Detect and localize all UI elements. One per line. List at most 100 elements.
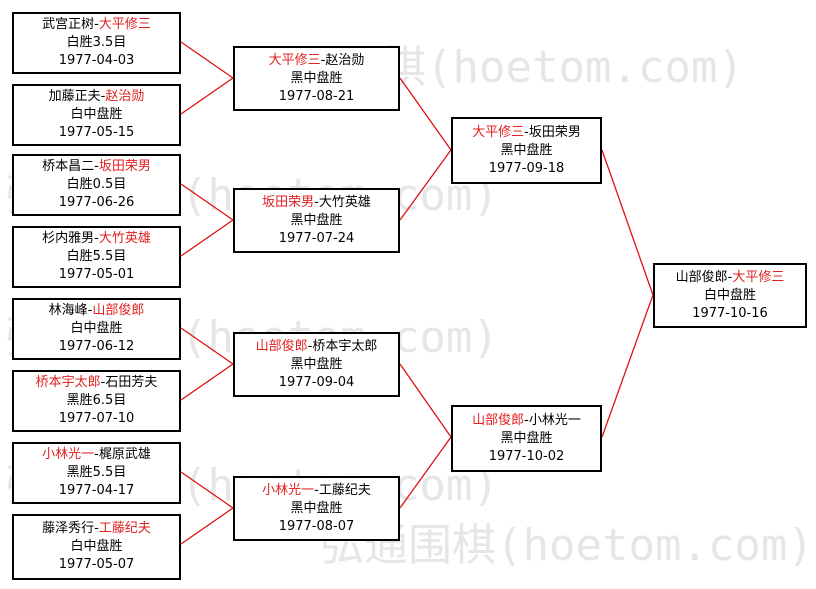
player-separator: - bbox=[94, 231, 99, 246]
player-separator: - bbox=[94, 159, 99, 174]
match-players: 林海峰-山部俊郎 bbox=[49, 302, 145, 320]
match-result: 黑中盘胜 bbox=[500, 142, 553, 158]
player-white: 小林光一 bbox=[528, 412, 581, 428]
bracket-connector bbox=[180, 219, 234, 257]
player-white: 山部俊郎 bbox=[92, 303, 145, 318]
match-box-r1-4: 杉内雅男-大竹英雄白胜5.5目 1977-05-01 bbox=[12, 226, 181, 288]
match-players: 大平修三-坂田荣男 bbox=[472, 124, 581, 142]
match-result: 白中盘胜 bbox=[70, 539, 123, 554]
match-players: 桥本宇太郎-石田芳夫 bbox=[36, 374, 158, 392]
match-result: 黑中盘胜 bbox=[290, 356, 343, 372]
player-black: 山部俊郎 bbox=[675, 269, 728, 285]
player-black: 藤泽秀行 bbox=[42, 521, 95, 536]
match-date: 1977-04-17 bbox=[58, 483, 135, 498]
player-separator: - bbox=[314, 482, 319, 498]
match-box-r1-5: 林海峰-山部俊郎白中盘胜 1977-06-12 bbox=[12, 298, 181, 360]
match-date: 1977-04-03 bbox=[58, 53, 135, 68]
match-result: 黑中盘胜 bbox=[290, 500, 343, 516]
bracket-connector bbox=[180, 507, 234, 545]
match-box-r1-3: 桥本昌二-坂田荣男白胜0.5目 1977-06-26 bbox=[12, 154, 181, 216]
match-players: 山部俊郎-大平修三 bbox=[676, 269, 785, 287]
bracket-connector bbox=[180, 471, 234, 509]
bracket-connector bbox=[180, 327, 234, 365]
player-black: 大平修三 bbox=[268, 52, 321, 68]
player-white: 桥本宇太郎 bbox=[312, 338, 378, 354]
player-separator: - bbox=[94, 521, 99, 536]
bracket-connector bbox=[180, 183, 234, 221]
bracket-connector bbox=[399, 436, 452, 509]
player-separator: - bbox=[94, 17, 99, 32]
match-result: 黑中盘胜 bbox=[290, 70, 343, 86]
match-result: 白中盘胜 bbox=[70, 107, 123, 122]
player-black: 小林光一 bbox=[262, 482, 315, 498]
match-result: 黑胜5.5目 bbox=[66, 465, 127, 480]
match-result: 白胜5.5目 bbox=[66, 249, 127, 264]
match-result: 黑中盘胜 bbox=[290, 212, 343, 228]
match-box-r1-7: 小林光一-梶原武雄黑胜5.5目 1977-04-17 bbox=[12, 442, 181, 504]
bracket-connector bbox=[180, 363, 234, 401]
player-black: 山部俊郎 bbox=[255, 338, 308, 354]
match-players: 杉内雅男-大竹英雄 bbox=[42, 230, 151, 248]
player-separator: - bbox=[314, 194, 319, 210]
player-separator: - bbox=[524, 412, 529, 428]
match-result: 黑中盘胜 bbox=[500, 430, 553, 446]
player-black: 林海峰 bbox=[48, 303, 88, 318]
player-black: 坂田荣男 bbox=[262, 194, 315, 210]
player-separator: - bbox=[524, 124, 529, 140]
match-date: 1977-10-16 bbox=[692, 305, 768, 321]
match-date: 1977-06-12 bbox=[58, 339, 135, 354]
bracket-connector bbox=[601, 294, 654, 438]
player-separator: - bbox=[320, 52, 326, 68]
match-date: 1977-06-26 bbox=[58, 195, 135, 210]
player-black: 武宫正树 bbox=[42, 17, 95, 32]
bracket-connector bbox=[399, 149, 452, 221]
match-players: 藤泽秀行-工藤纪夫 bbox=[42, 520, 151, 538]
player-white: 大平修三 bbox=[98, 17, 151, 32]
player-white: 坂田荣男 bbox=[528, 124, 581, 140]
player-black: 小林光一 bbox=[42, 447, 95, 462]
match-date: 1977-10-02 bbox=[488, 448, 565, 464]
match-result: 白中盘胜 bbox=[70, 321, 123, 336]
player-black: 大平修三 bbox=[472, 124, 525, 140]
player-white: 梶原武雄 bbox=[98, 447, 151, 462]
bracket-connector bbox=[180, 41, 234, 79]
player-separator: - bbox=[94, 447, 99, 462]
player-separator: - bbox=[307, 338, 313, 354]
player-white: 工藤纪夫 bbox=[318, 482, 371, 498]
match-players: 山部俊郎-桥本宇太郎 bbox=[256, 338, 378, 356]
bracket-connector bbox=[180, 77, 234, 115]
match-box-r1-8: 藤泽秀行-工藤纪夫白中盘胜 1977-05-07 bbox=[12, 514, 181, 580]
player-white: 大竹英雄 bbox=[318, 194, 371, 210]
match-date: 1977-05-07 bbox=[58, 557, 135, 572]
player-black: 加藤正夫 bbox=[48, 89, 101, 104]
player-white: 赵治勋 bbox=[325, 52, 365, 68]
match-players: 大平修三-赵治勋 bbox=[269, 52, 365, 70]
match-date: 1977-08-07 bbox=[278, 518, 355, 534]
match-date: 1977-09-04 bbox=[278, 374, 355, 390]
player-black: 杉内雅男 bbox=[42, 231, 95, 246]
match-date: 1977-07-10 bbox=[58, 411, 135, 426]
player-white: 赵治勋 bbox=[105, 89, 145, 104]
match-result: 白胜0.5目 bbox=[66, 177, 127, 192]
player-separator: - bbox=[727, 269, 733, 285]
player-separator: - bbox=[100, 89, 106, 104]
match-date: 1977-08-21 bbox=[278, 88, 355, 104]
match-players: 小林光一-工藤纪夫 bbox=[262, 482, 371, 500]
match-players: 桥本昌二-坂田荣男 bbox=[42, 158, 151, 176]
match-players: 武宫正树-大平修三 bbox=[42, 16, 151, 34]
player-black: 桥本宇太郎 bbox=[35, 375, 101, 390]
match-date: 1977-05-01 bbox=[58, 267, 135, 282]
bracket-connector bbox=[601, 149, 654, 296]
match-date: 1977-09-18 bbox=[488, 160, 565, 176]
